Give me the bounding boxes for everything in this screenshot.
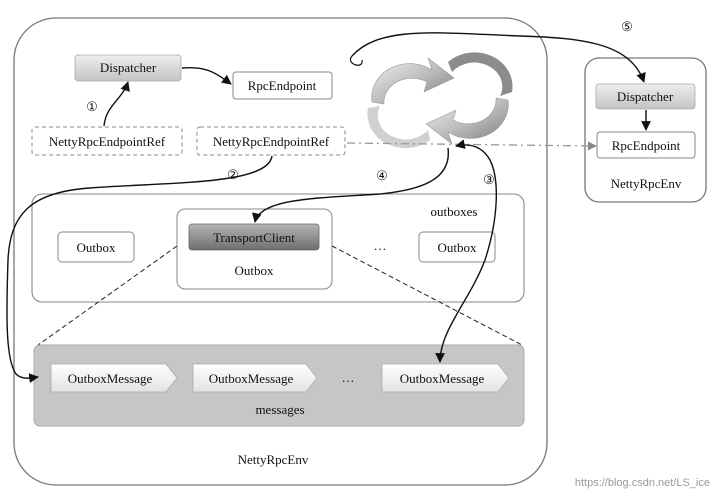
rpc-endpoint-box bbox=[232, 71, 333, 100]
outbox-left-label: Outbox bbox=[77, 240, 117, 255]
messages-ellipsis: … bbox=[342, 370, 355, 385]
outbox-message-1: OutboxMessage bbox=[50, 363, 178, 393]
remote-env-label: NettyRpcEnv bbox=[611, 176, 682, 191]
remote-rpc-endpoint-box bbox=[596, 131, 696, 159]
rpc-endpoint-label: RpcEndpoint bbox=[248, 78, 317, 93]
step-5: ⑤ bbox=[621, 19, 633, 34]
step-3: ③ bbox=[483, 172, 495, 187]
arrow-dispatcher-to-endpoint bbox=[181, 66, 232, 85]
outbox-message-3: OutboxMessage bbox=[381, 363, 510, 393]
endpoint-ref-1 bbox=[31, 126, 183, 156]
remote-rpc-endpoint-label: RpcEndpoint bbox=[612, 138, 681, 153]
outbox-message-3-label: OutboxMessage bbox=[400, 371, 485, 386]
outboxes-label: outboxes bbox=[431, 204, 478, 219]
remote-dispatcher-box bbox=[595, 83, 696, 110]
outbox-mid-label: Outbox bbox=[235, 263, 275, 278]
arrow-step5 bbox=[351, 32, 646, 83]
zoom-line-left bbox=[37, 245, 178, 346]
remote-dispatcher-label: Dispatcher bbox=[617, 89, 674, 104]
outbox-ellipsis: … bbox=[374, 238, 387, 253]
transport-client-box bbox=[188, 223, 320, 251]
main-env-label: NettyRpcEnv bbox=[238, 452, 309, 467]
outbox-right-label: Outbox bbox=[438, 240, 478, 255]
watermark: https://blog.csdn.net/LS_ice bbox=[575, 477, 710, 489]
transport-client-label: TransportClient bbox=[213, 230, 295, 245]
step-2: ② bbox=[227, 167, 239, 182]
dispatcher-box bbox=[74, 54, 182, 82]
outbox-message-2: OutboxMessage bbox=[192, 363, 318, 393]
outbox-message-1-label: OutboxMessage bbox=[68, 371, 153, 386]
zoom-line-right bbox=[331, 245, 523, 346]
dispatcher-label: Dispatcher bbox=[100, 60, 157, 75]
arrow-step2 bbox=[6, 155, 273, 383]
messages-label: messages bbox=[255, 402, 304, 417]
outbox-message-2-label: OutboxMessage bbox=[209, 371, 294, 386]
step-1: ① bbox=[86, 99, 98, 114]
endpoint-ref-1-label: NettyRpcEndpointRef bbox=[49, 134, 166, 149]
step-4: ④ bbox=[376, 168, 388, 183]
arrow-step5-tail bbox=[349, 55, 363, 66]
arrow-ref-to-dispatcher bbox=[103, 81, 130, 127]
arrow-step3 bbox=[435, 139, 497, 363]
arrow-ref-to-remote-endpoint bbox=[346, 141, 597, 151]
endpoint-ref-2 bbox=[196, 126, 346, 156]
endpoint-ref-2-label: NettyRpcEndpointRef bbox=[213, 134, 330, 149]
outbox-left bbox=[57, 231, 135, 263]
